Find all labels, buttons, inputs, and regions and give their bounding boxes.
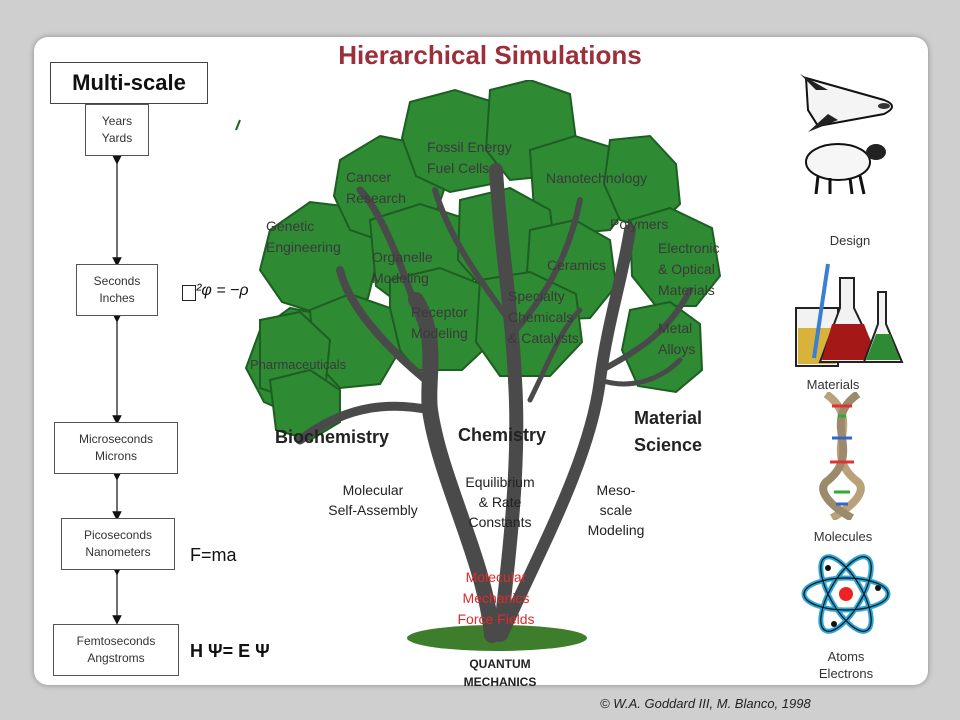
label-ceramics: Ceramics <box>547 257 607 273</box>
label-pharmaceuticals: Pharmaceuticals <box>250 357 347 372</box>
design-icons <box>800 74 893 195</box>
tree-illustration <box>235 80 722 651</box>
multiscale-label: Multi-scale <box>50 62 208 104</box>
slide-title: Hierarchical Simulations <box>338 40 642 70</box>
sheep-icon <box>805 143 886 195</box>
label-molecules: Molecules <box>813 529 873 544</box>
tree-foliage <box>235 80 722 442</box>
label-design: Design <box>829 233 871 248</box>
domain-biochemistry: Biochemistry <box>275 427 390 447</box>
copyright-notice: © W.A. Goddard III, M. Blanco, 1998 <box>600 696 811 711</box>
atom-icon <box>801 554 891 634</box>
label-nanotechnology: Nanotechnology <box>546 170 648 186</box>
schrodinger-equation: H Ψ= E Ψ <box>190 641 270 661</box>
newton-equation: F=ma <box>190 545 237 565</box>
label-materials: Materials <box>806 377 860 392</box>
space-shuttle-icon <box>800 74 893 132</box>
tree-trunk <box>295 163 693 643</box>
dna-icon <box>819 392 865 520</box>
laplace-equation: ²φ = −ρ <box>196 282 249 299</box>
laplace-operator-box <box>182 285 196 301</box>
label-polymers: Polymers <box>610 216 669 232</box>
flasks-icon <box>795 263 904 367</box>
domain-chemistry: Chemistry <box>458 425 547 445</box>
